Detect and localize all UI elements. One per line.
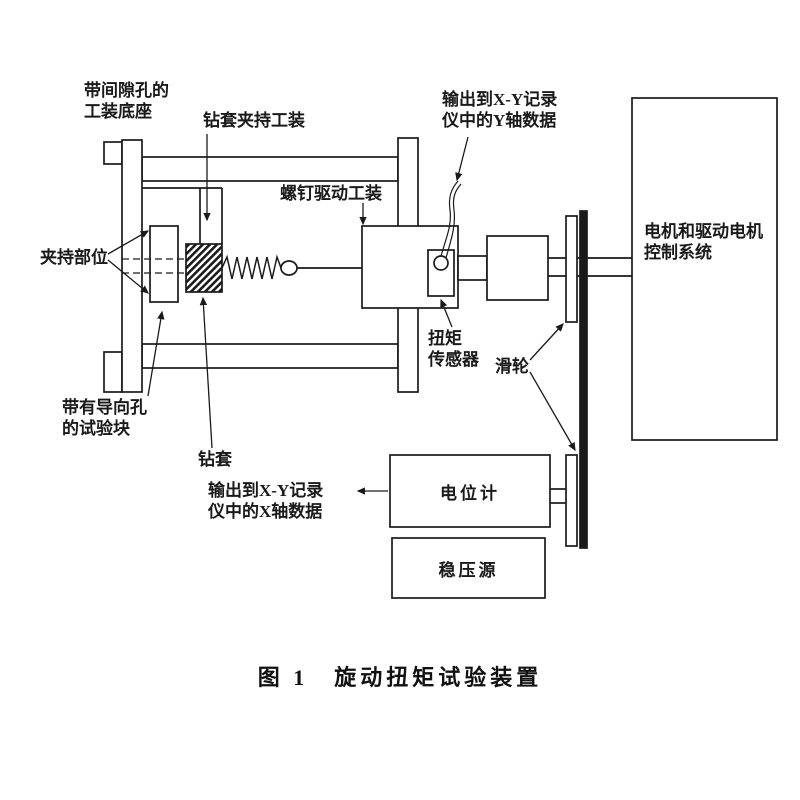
shaft-coupling xyxy=(457,255,488,281)
label-test-block: 带有导向孔 的试验块 xyxy=(62,397,147,439)
voltage-regulator-box xyxy=(391,537,546,599)
sensor-wire-1 xyxy=(440,180,459,257)
label-torque-sensor: 扭矩 传感器 xyxy=(428,328,479,370)
label-test-block-line1: 带有导向孔 xyxy=(62,398,147,417)
label-tooling-base-line2: 工装底座 xyxy=(84,102,152,121)
label-screw-drive: 螺钉驱动工装 xyxy=(280,184,382,203)
arrow-torque-sensor xyxy=(440,298,453,328)
label-y-output-line1: 输出到X-Y记录 xyxy=(442,90,558,109)
label-torque-sensor-line2: 传感器 xyxy=(428,350,479,369)
label-motor-control: 电机和驱动电机 控制系统 xyxy=(644,221,763,263)
left-mount-plate xyxy=(121,139,143,393)
label-tooling-base: 带间隙孔的 工装底座 xyxy=(84,80,169,122)
figure-caption: 图 1 旋动扭矩试验装置 xyxy=(257,665,543,690)
label-tooling-base-line1: 带间隙孔的 xyxy=(84,81,169,100)
arrow-y-output xyxy=(455,136,469,182)
label-voltage-regulator: 稳压源 xyxy=(438,560,499,580)
drill-sleeve-shape xyxy=(185,243,223,293)
motor-control-box xyxy=(631,97,778,441)
base-bottom-foot xyxy=(103,351,123,393)
label-pulley: 滑轮 xyxy=(495,357,529,376)
arrow-test-block xyxy=(147,310,165,397)
lower-pulley-shape xyxy=(565,454,578,547)
label-test-block-line2: 的试验块 xyxy=(62,419,130,438)
label-motor-control-line2: 控制系统 xyxy=(644,243,712,262)
label-y-output-line2: 仪中的Y轴数据 xyxy=(442,111,557,130)
arrow-pulley-upper xyxy=(529,323,564,361)
arrow-clamp-lower xyxy=(107,259,149,294)
arrow-pulley-lower xyxy=(529,371,576,452)
motor-cylinder xyxy=(486,235,549,301)
screw-head xyxy=(280,260,298,276)
potentiometer-box xyxy=(389,454,551,528)
base-top-foot xyxy=(103,141,123,165)
label-sleeve-fixture: 钻套夹持工装 xyxy=(203,111,305,130)
belt xyxy=(579,210,588,549)
label-potentiometer: 电位计 xyxy=(440,483,500,503)
arrow-clamp-upper xyxy=(107,230,150,255)
arrow-drill-sleeve xyxy=(199,296,213,449)
bottom-rail xyxy=(141,343,399,369)
label-y-output: 输出到X-Y记录 仪中的Y轴数据 xyxy=(442,89,557,131)
label-x-output: 输出到X-Y记录 仪中的X轴数据 xyxy=(208,480,323,522)
label-x-output-line1: 输出到X-Y记录 xyxy=(208,481,324,500)
label-x-output-line2: 仪中的X轴数据 xyxy=(208,502,323,521)
torque-sensor-dial xyxy=(433,255,449,271)
label-drill-sleeve: 钻套 xyxy=(198,450,232,469)
label-torque-sensor-line1: 扭矩 xyxy=(428,329,462,348)
label-clamp-area: 夹持部位 xyxy=(40,248,108,267)
test-block-shape xyxy=(149,225,179,303)
top-rail xyxy=(141,156,399,182)
upper-pulley-shape xyxy=(565,215,578,323)
label-motor-control-line1: 电机和驱动电机 xyxy=(644,222,763,241)
screw-thread xyxy=(221,254,282,280)
sensor-wire-2 xyxy=(445,183,462,259)
